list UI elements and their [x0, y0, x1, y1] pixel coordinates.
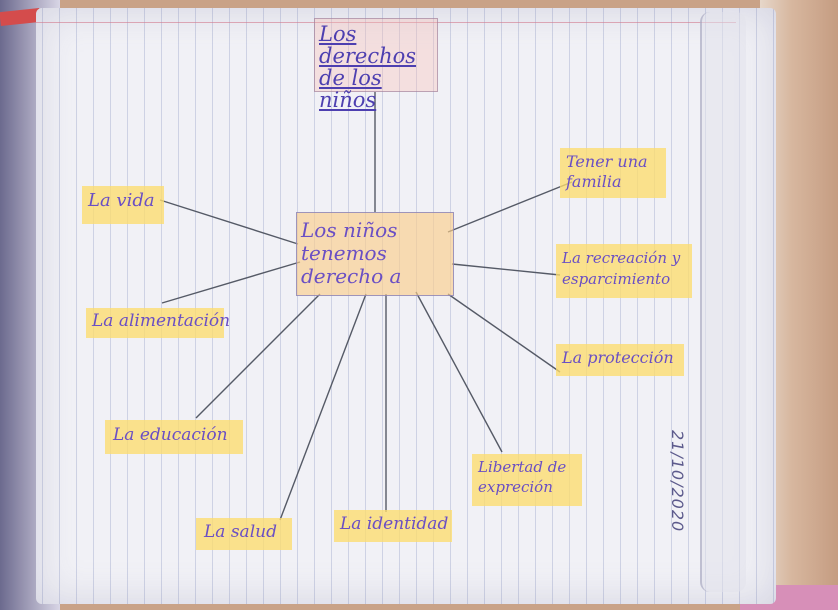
- connector-recreacion: [451, 263, 561, 276]
- connector-salud: [279, 293, 367, 521]
- node-la-identidad: La identidad: [334, 510, 452, 542]
- node-la-salud: La salud: [196, 518, 292, 550]
- connector-vida: [159, 199, 299, 245]
- notebook-page: [36, 8, 776, 604]
- binder-strip: [700, 12, 746, 592]
- connector-familia: [447, 181, 573, 233]
- connector-proteccion: [447, 293, 561, 373]
- connector-alimentacion: [161, 261, 301, 304]
- connector-expresion: [415, 291, 503, 453]
- node-la-vida: La vida: [82, 186, 164, 224]
- connector-educacion: [195, 293, 321, 419]
- node-la-educacion: La educación: [105, 420, 243, 454]
- node-la-alimentacion: La alimentación: [86, 308, 230, 338]
- node-recreacion-esparcimiento: La recreación y esparcimiento: [556, 244, 692, 298]
- node-la-proteccion: La protección: [556, 344, 684, 376]
- page-margin-line: [36, 22, 736, 23]
- center-node: Los niños tenemos derecho a: [296, 212, 454, 296]
- node-tener-una-familia: Tener una familia: [560, 148, 666, 198]
- node-libertad-expresion: Libertad de expreción: [472, 454, 582, 506]
- map-title: Los derechos de los niños: [314, 18, 438, 111]
- handwritten-date: 21/10/2020: [668, 430, 687, 533]
